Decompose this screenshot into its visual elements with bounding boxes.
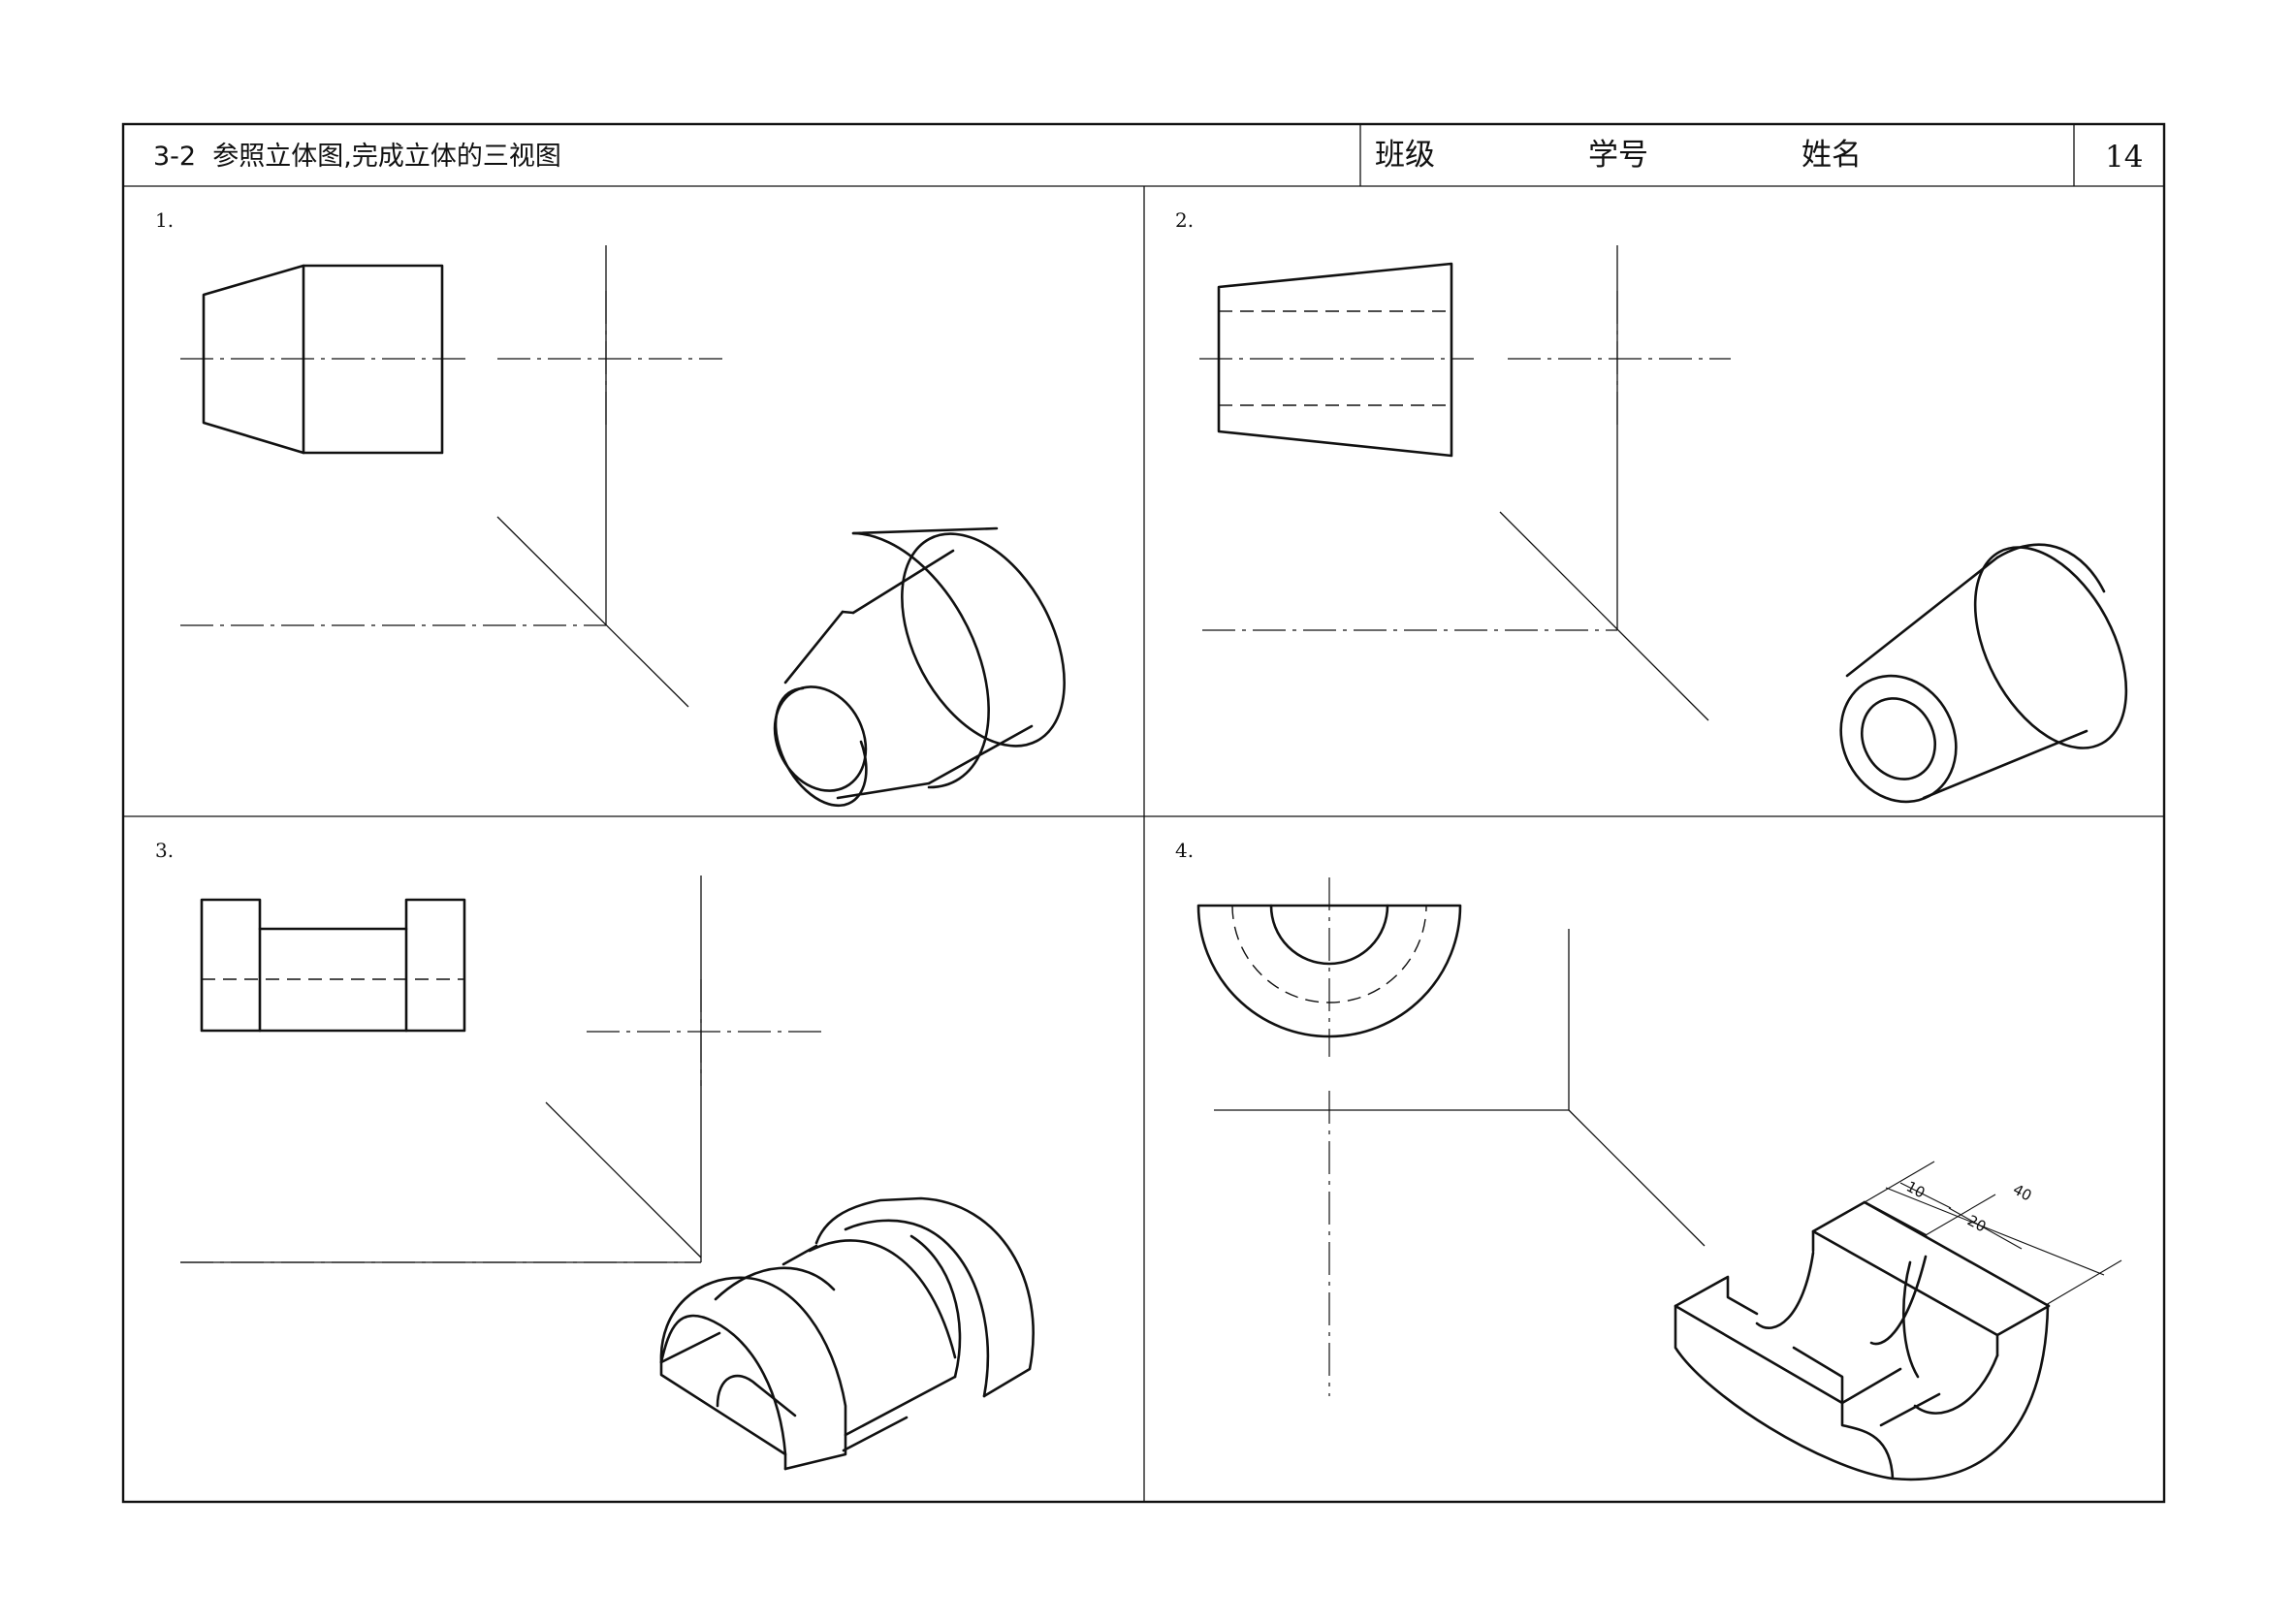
front-view: [180, 264, 465, 455]
student-id-label: 学号: [1588, 138, 1648, 173]
isometric-solid: [659, 1196, 1035, 1471]
projection-axes: [1202, 245, 1731, 721]
front-view: [1199, 262, 1474, 458]
isometric-solid: [1839, 543, 2128, 804]
class-label: 班级: [1375, 138, 1435, 173]
dimension-40: 40: [2010, 1181, 2034, 1205]
problem-1: 1.: [155, 208, 1066, 808]
front-view: [200, 898, 466, 1033]
problem-4: 4.: [1175, 839, 2122, 1481]
dimension-20: 20: [1964, 1212, 1989, 1236]
problem-number: 4.: [1175, 839, 1194, 862]
projection-axes: [180, 245, 722, 708]
isometric-solid: [773, 526, 1066, 808]
problem-number: 2.: [1175, 208, 1194, 232]
dimension-10: 10: [1903, 1178, 1928, 1202]
dimension-lines: [1864, 1161, 2122, 1306]
problem-3: 3.: [155, 839, 1035, 1471]
name-label: 姓名: [1802, 138, 1862, 173]
problem-number: 1.: [155, 208, 174, 232]
problem-2: 2.: [1175, 208, 2128, 804]
sheet-frame: [121, 122, 2166, 1504]
projection-axes: [180, 876, 822, 1263]
page-number: 14: [2105, 140, 2143, 175]
projection-axes: [1214, 929, 1706, 1396]
isometric-solid: [1674, 1200, 2051, 1481]
top-view: [1196, 877, 1462, 1057]
problem-number: 3.: [155, 839, 174, 862]
exercise-title: 3-2 参照立体图,完成立体的三视图: [153, 142, 561, 172]
